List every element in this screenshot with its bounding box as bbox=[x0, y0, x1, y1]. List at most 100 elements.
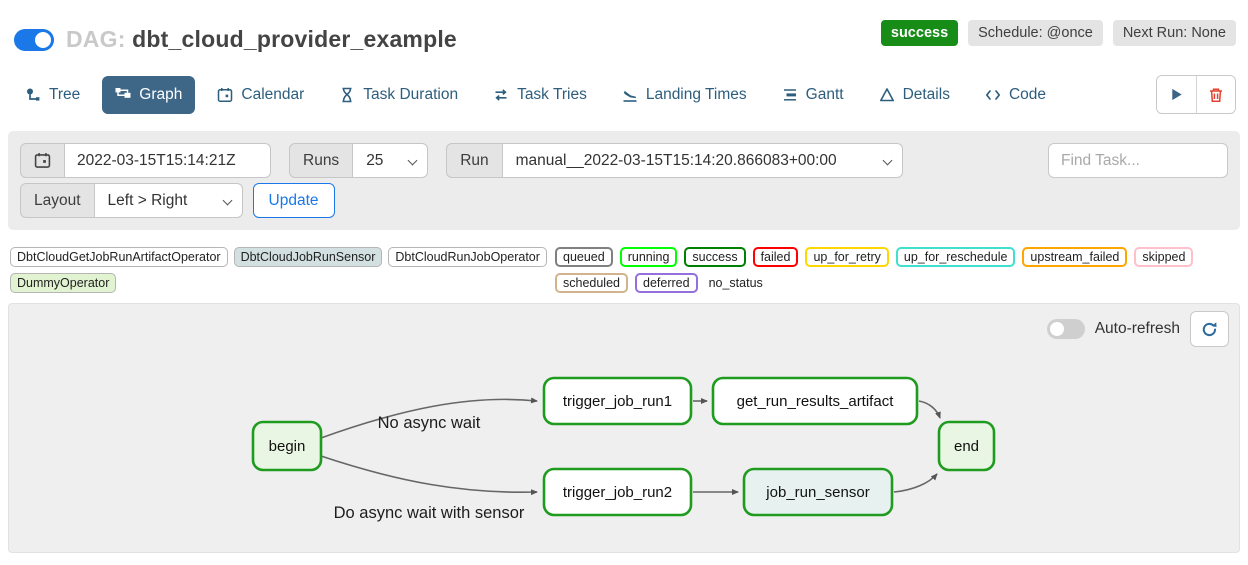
graph-node-begin[interactable]: begin bbox=[251, 420, 323, 472]
graph-edge-begin-to-trigger_job_run2 bbox=[320, 455, 538, 496]
tab-code[interactable]: Code bbox=[972, 76, 1059, 114]
tab-label: Details bbox=[902, 85, 950, 103]
graph-edge-job_run_sensor-to-end bbox=[893, 473, 938, 493]
auto-refresh-toggle[interactable] bbox=[1046, 319, 1085, 339]
gantt-icon bbox=[782, 87, 798, 103]
dag-page: DAG: dbt_cloud_provider_example success … bbox=[8, 12, 1240, 553]
view-tabbar: Tree Graph Calendar Task Duration Task Tries… bbox=[8, 75, 1240, 114]
tab-details[interactable]: Details bbox=[866, 76, 963, 114]
tab-gantt[interactable]: Gantt bbox=[769, 76, 857, 114]
run-label: Run bbox=[446, 143, 503, 178]
run-group: Run manual__2022-03-15T15:14:20.866083+0… bbox=[446, 143, 903, 178]
tab-label: Graph bbox=[139, 85, 183, 103]
layout-select[interactable]: Left > Right bbox=[94, 183, 243, 218]
play-icon bbox=[1169, 87, 1184, 102]
calendar-icon[interactable] bbox=[20, 143, 65, 178]
tab-label: Gantt bbox=[805, 85, 844, 103]
graph-edge-get_run_results_artifact-to-end bbox=[918, 400, 941, 419]
dag-prefix: DAG: bbox=[66, 26, 126, 52]
operator-badge: DummyOperator bbox=[10, 273, 117, 293]
operator-badge: DbtCloudRunJobOperator bbox=[388, 247, 547, 267]
graph-node-label: begin bbox=[269, 438, 306, 455]
tab-label: Code bbox=[1008, 85, 1047, 103]
task-tries-icon bbox=[493, 87, 509, 103]
find-task-input[interactable] bbox=[1048, 143, 1228, 178]
view-tabs: Tree Graph Calendar Task Duration Task Tries… bbox=[12, 75, 1156, 114]
refresh-icon bbox=[1201, 321, 1218, 338]
graph-node-get_run_results_artifact[interactable]: get_run_results_artifact bbox=[711, 376, 919, 426]
trigger-dag-button[interactable] bbox=[1157, 76, 1196, 113]
runs-select[interactable]: 25 bbox=[353, 143, 429, 178]
graph-panel: Auto-refresh No async wait Do async wait … bbox=[8, 303, 1240, 553]
status-legend-badge: up_for_reschedule bbox=[895, 247, 1016, 267]
runs-group: Runs 25 bbox=[289, 143, 429, 178]
run-select[interactable]: manual__2022-03-15T15:14:20.866083+00:00 bbox=[502, 143, 903, 178]
tab-label: Tree bbox=[49, 85, 81, 103]
graph-node-end[interactable]: end bbox=[937, 420, 996, 472]
dag-pause-toggle[interactable] bbox=[14, 28, 54, 51]
tab-label: Landing Times bbox=[645, 85, 747, 103]
details-icon bbox=[879, 87, 895, 103]
status-legend-badge: skipped bbox=[1134, 247, 1194, 267]
tab-task-tries[interactable]: Task Tries bbox=[480, 76, 600, 114]
graph-node-job_run_sensor[interactable]: job_run_sensor bbox=[742, 467, 894, 517]
status-legend-badge: scheduled bbox=[555, 273, 628, 293]
graph-node-label: end bbox=[954, 438, 979, 455]
filter-panel: Runs 25 Run manual__2022-03-15T15:14:20.… bbox=[8, 131, 1240, 230]
next-run-badge: Next Run: None bbox=[1112, 20, 1236, 46]
status-legend-badge: deferred bbox=[635, 273, 698, 293]
chevron-down-icon bbox=[882, 155, 893, 166]
update-button[interactable]: Update bbox=[252, 183, 335, 218]
graph-node-label: trigger_job_run1 bbox=[563, 393, 672, 410]
edge-label: Do async wait with sensor bbox=[334, 504, 525, 522]
page-title: DAG: dbt_cloud_provider_example bbox=[66, 26, 457, 53]
base-date-group bbox=[20, 143, 271, 178]
base-date-input[interactable] bbox=[65, 143, 271, 178]
tab-landing-times[interactable]: Landing Times bbox=[609, 76, 760, 114]
code-icon bbox=[985, 87, 1001, 103]
tree-icon bbox=[25, 87, 41, 103]
schedule-badge: Schedule: @once bbox=[968, 20, 1103, 46]
graph-node-trigger_job_run1[interactable]: trigger_job_run1 bbox=[542, 376, 693, 426]
layout-label: Layout bbox=[20, 183, 95, 218]
chevron-down-icon bbox=[407, 155, 418, 166]
dag-graph: No async wait Do async wait with sensor be… bbox=[251, 376, 996, 522]
delete-dag-button[interactable] bbox=[1196, 76, 1235, 113]
graph-node-trigger_job_run2[interactable]: trigger_job_run2 bbox=[542, 467, 693, 517]
runs-label: Runs bbox=[289, 143, 354, 178]
refresh-button[interactable] bbox=[1190, 311, 1229, 347]
tab-calendar[interactable]: Calendar bbox=[204, 76, 317, 114]
tab-label: Task Duration bbox=[363, 85, 459, 103]
tab-tree[interactable]: Tree bbox=[12, 76, 93, 114]
calendar-icon bbox=[217, 87, 233, 103]
graph-node-label: trigger_job_run2 bbox=[563, 484, 672, 501]
dag-header: DAG: dbt_cloud_provider_example success … bbox=[8, 12, 1240, 53]
edge-label: No async wait bbox=[378, 414, 481, 432]
status-legend-badge: failed bbox=[752, 247, 799, 267]
status-legend-badge: up_for_retry bbox=[805, 247, 889, 267]
graph-node-label: get_run_results_artifact bbox=[737, 393, 895, 410]
dag-action-buttons bbox=[1156, 75, 1236, 114]
tab-graph[interactable]: Graph bbox=[102, 75, 196, 114]
status-legend-badge: upstream_failed bbox=[1022, 247, 1128, 267]
graph-edge-begin-to-trigger_job_run1 bbox=[320, 397, 538, 439]
graph-icon bbox=[115, 87, 131, 103]
tab-label: Task Tries bbox=[517, 85, 587, 103]
status-legend-badge: no_status bbox=[708, 276, 763, 290]
auto-refresh-label: Auto-refresh bbox=[1094, 320, 1180, 337]
toggle-knob bbox=[1049, 322, 1064, 336]
operator-badge: DbtCloudJobRunSensor bbox=[233, 247, 383, 267]
tab-task-duration[interactable]: Task Duration bbox=[326, 76, 471, 114]
landing-times-icon bbox=[622, 87, 638, 103]
task-duration-icon bbox=[339, 87, 355, 103]
dag-name: dbt_cloud_provider_example bbox=[132, 26, 457, 52]
layout-group: Layout Left > Right bbox=[20, 183, 243, 218]
operator-badge: DbtCloudGetJobRunArtifactOperator bbox=[10, 247, 228, 267]
status-legend-badge: success bbox=[684, 247, 746, 267]
status-badge: success bbox=[880, 20, 959, 46]
status-legend-badge: queued bbox=[555, 247, 613, 267]
trash-icon bbox=[1208, 87, 1224, 103]
